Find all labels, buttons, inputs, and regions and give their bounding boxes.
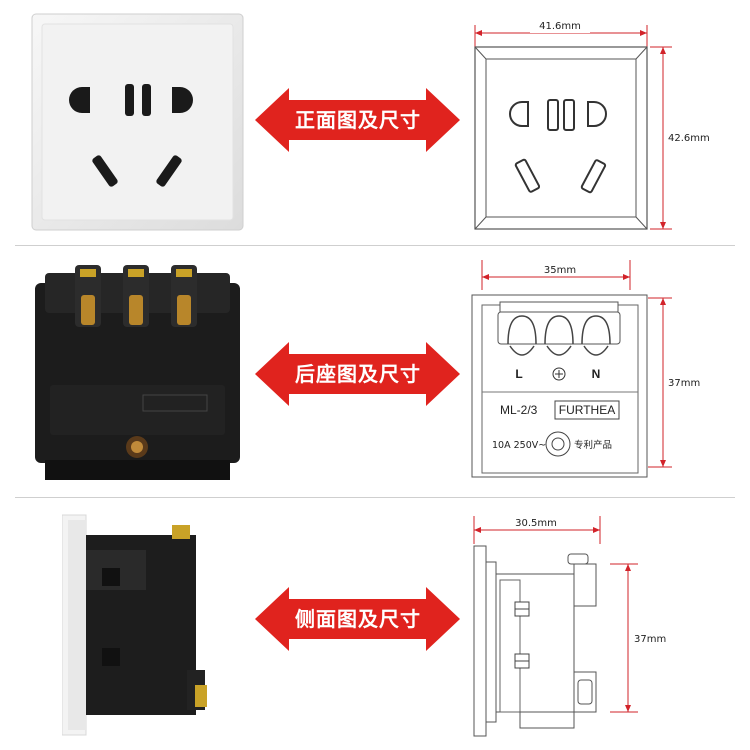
front-drawing: 41.6mm 42.6mm <box>474 19 710 230</box>
back-drawing: 35mm 37mm L N ML-2/3 FURTHEA 10A 250V~ 专… <box>471 260 700 478</box>
row-divider <box>15 497 735 498</box>
patent-label: 专利产品 <box>574 439 612 451</box>
back-height-dim: 37mm <box>668 378 700 389</box>
front-height-dim: 42.6mm <box>668 133 710 144</box>
row-divider <box>15 245 735 246</box>
rating-label: 10A 250V~ <box>492 440 546 451</box>
model-label: ML-2/3 <box>500 403 538 417</box>
side-drawing: 30.5mm 37mm <box>473 516 666 737</box>
back-width-dim: 35mm <box>544 265 576 276</box>
side-height-dim: 37mm <box>634 634 666 645</box>
row-side: 侧面图及尺寸 30.5mm 37mm <box>0 502 750 747</box>
row-front: 正面图及尺寸 41.6mm 42.6mm <box>0 0 750 245</box>
front-photo <box>31 13 244 231</box>
double-arrow-icon <box>255 342 460 406</box>
terminal-n-label: N <box>592 367 601 381</box>
side-width-dim: 30.5mm <box>515 518 557 529</box>
front-label: 正面图及尺寸 <box>295 108 421 132</box>
side-label: 侧面图及尺寸 <box>295 607 421 631</box>
side-photo <box>62 514 207 736</box>
front-width-dim: 41.6mm <box>539 21 581 32</box>
brand-label: FURTHEA <box>559 403 615 417</box>
double-arrow-icon <box>255 587 460 651</box>
terminal-l-label: L <box>515 367 522 381</box>
double-arrow-icon <box>255 88 460 152</box>
row-back: 后座图及尺寸 35mm 37mm L N ML-2/3 <box>0 250 750 495</box>
back-label: 后座图及尺寸 <box>295 362 421 386</box>
back-photo <box>35 265 240 480</box>
